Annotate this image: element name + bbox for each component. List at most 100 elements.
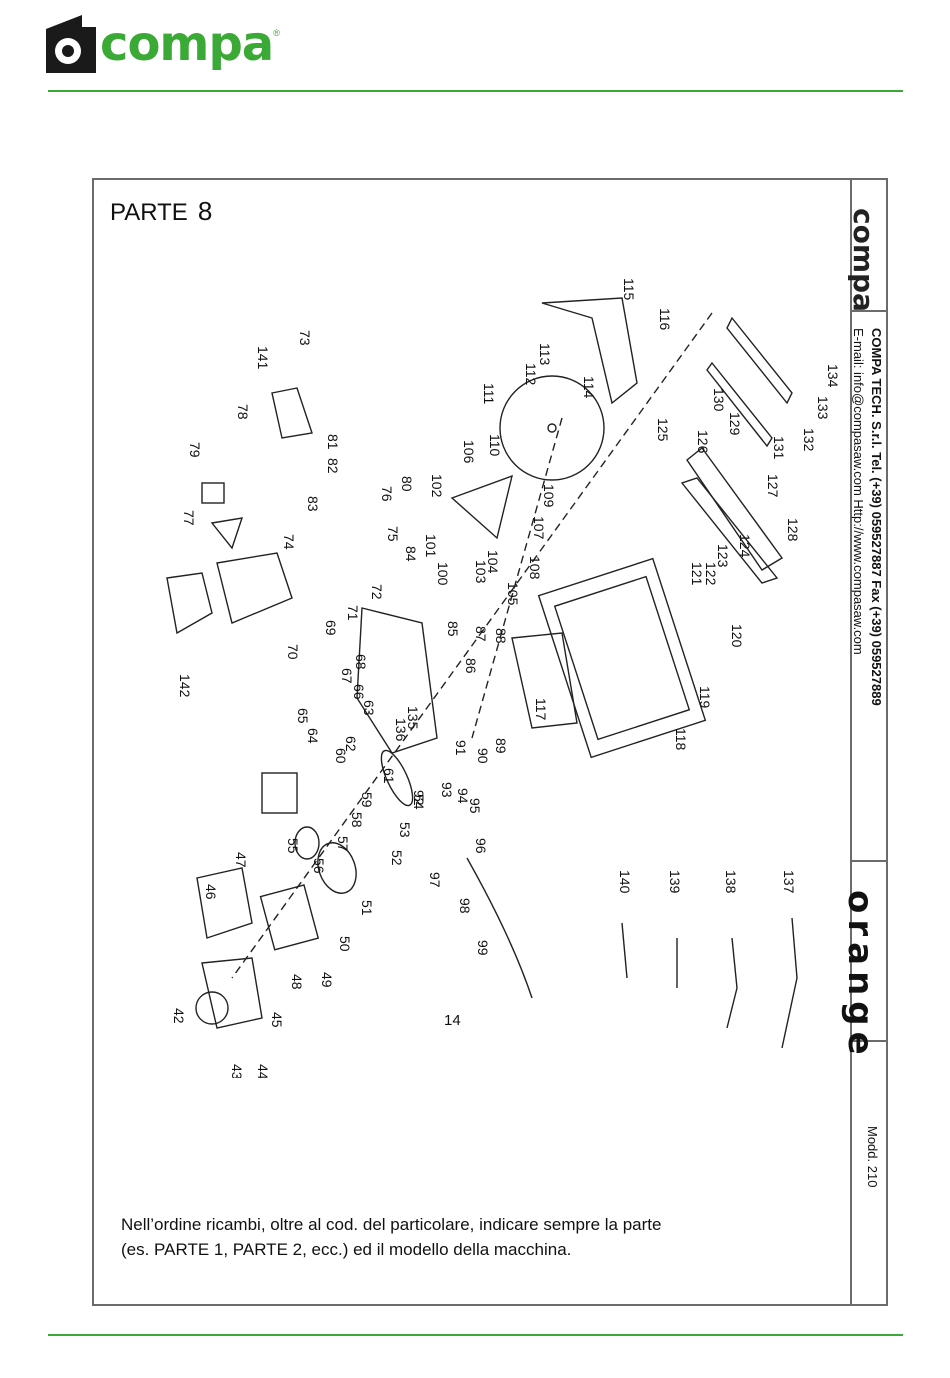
callout-label: 125 — [655, 418, 671, 442]
callout-label: 64 — [305, 728, 321, 744]
callout-label: 124 — [737, 534, 753, 558]
page-number: 14 — [444, 1012, 461, 1029]
callout-label: 44 — [255, 1064, 271, 1078]
title-block-divider — [850, 310, 888, 312]
title-block-divider — [850, 860, 888, 862]
callout-label: 112 — [523, 363, 539, 386]
callout-label: 96 — [473, 838, 489, 854]
callout-label: 130 — [711, 388, 727, 412]
brand-name: compa — [100, 16, 274, 72]
company-info: COMPA TECH. S.r.l. Tel. (+39) 059527887 … — [869, 328, 884, 706]
part-number: 8 — [197, 196, 213, 226]
callout-label: 62 — [343, 736, 359, 752]
title-block-divider — [850, 1040, 888, 1042]
callout-label: 78 — [235, 404, 251, 420]
order-note-line: (es. PARTE 1, PARTE 2, ecc.) ed il model… — [121, 1240, 572, 1259]
callout-label: 142 — [177, 674, 193, 698]
callout-label: 65 — [295, 708, 311, 724]
callout-label: 126 — [695, 430, 711, 454]
callout-label: 57 — [335, 836, 351, 852]
callout-label: 139 — [667, 870, 683, 894]
callout-label: 118 — [673, 728, 689, 751]
callout-label: 63 — [361, 700, 377, 716]
callout-label: 127 — [765, 474, 781, 498]
header-logo: compa ® — [46, 14, 280, 74]
callout-label: 123 — [715, 544, 731, 568]
callout-label: 86 — [463, 658, 479, 674]
callout-label: 74 — [281, 534, 297, 550]
callout-label: 51 — [359, 900, 375, 916]
callout-label: 113 — [537, 343, 553, 366]
drawing-sheet — [92, 178, 888, 1306]
callout-label: 68 — [353, 654, 369, 670]
callout-label: 47 — [233, 852, 249, 868]
callout-label: 138 — [723, 870, 739, 894]
callout-label: 133 — [815, 396, 831, 420]
callout-label: 52 — [389, 850, 405, 866]
callout-label: 100 — [435, 562, 451, 586]
callout-label: 95 — [467, 798, 483, 814]
callout-label: 82 — [325, 458, 341, 474]
callout-label: 116 — [657, 308, 673, 331]
callout-label: 73 — [297, 330, 313, 346]
callout-label: 99 — [475, 940, 491, 956]
callout-label: 55 — [285, 838, 301, 854]
title-block — [850, 178, 888, 1306]
callout-label: 42 — [171, 1008, 187, 1024]
callout-label: 120 — [729, 624, 745, 648]
callout-label: 84 — [403, 546, 419, 562]
callout-label: 107 — [531, 516, 547, 540]
callout-label: 110 — [487, 434, 503, 457]
callout-label: 141 — [255, 346, 271, 370]
callout-label: 108 — [527, 556, 543, 580]
callout-label: 103 — [473, 560, 489, 584]
company-contacts: E-mail: info@compasaw.com Http://www.com… — [851, 328, 866, 655]
order-note: Nell’ordine ricambi, oltre al cod. del p… — [121, 1212, 661, 1262]
compa-logo-icon — [46, 15, 96, 73]
callout-label: 85 — [445, 621, 461, 637]
callout-label: 83 — [305, 496, 321, 512]
callout-label: 71 — [345, 605, 361, 621]
model-label: Modd. 210 — [865, 1126, 880, 1188]
callout-label: 50 — [337, 936, 353, 952]
callout-label: 90 — [475, 748, 491, 764]
callout-label: 109 — [541, 484, 557, 508]
callout-label: 80 — [399, 476, 415, 492]
callout-label: 128 — [785, 518, 801, 542]
callout-label: 75 — [385, 526, 401, 542]
callout-label: 66 — [351, 684, 367, 700]
callout-label: 92 — [411, 790, 427, 806]
callout-label: 60 — [333, 748, 349, 764]
callout-label: 49 — [319, 972, 335, 988]
callout-label: 131 — [771, 436, 787, 460]
callout-label: 89 — [493, 738, 509, 754]
callout-label: 140 — [617, 870, 633, 894]
callout-label: 53 — [397, 822, 413, 838]
callout-label: 104 — [485, 550, 501, 574]
footer-rule — [48, 1334, 903, 1336]
callout-label: 61 — [381, 768, 397, 784]
callout-label: 122 — [703, 562, 719, 586]
callout-label: 115 — [621, 278, 637, 301]
exploded-parts-diagram: 115 116 113 112 114 111 110 106 109 107 … — [166, 278, 841, 1078]
callout-label: 56 — [311, 858, 327, 874]
callout-label: 67 — [339, 668, 355, 684]
callout-label: 111 — [481, 383, 497, 404]
callout-label: 54 — [411, 794, 427, 810]
callout-label: 59 — [359, 792, 375, 808]
callout-label: 136 — [393, 718, 409, 742]
callout-label: 91 — [453, 740, 469, 756]
callout-label: 81 — [325, 434, 341, 450]
callout-label: 102 — [429, 474, 445, 498]
callout-label: 132 — [801, 428, 817, 452]
title-block-logo: compa — [847, 208, 880, 312]
callout-label: 98 — [457, 898, 473, 914]
header-rule — [48, 90, 903, 92]
registered-mark: ® — [273, 28, 280, 38]
callout-label: 135 — [405, 706, 421, 730]
callout-label: 72 — [369, 584, 385, 600]
callout-label: 58 — [349, 812, 365, 828]
callout-label: 70 — [285, 644, 301, 660]
callout-label: 101 — [423, 534, 439, 558]
callout-label: 94 — [455, 788, 471, 804]
